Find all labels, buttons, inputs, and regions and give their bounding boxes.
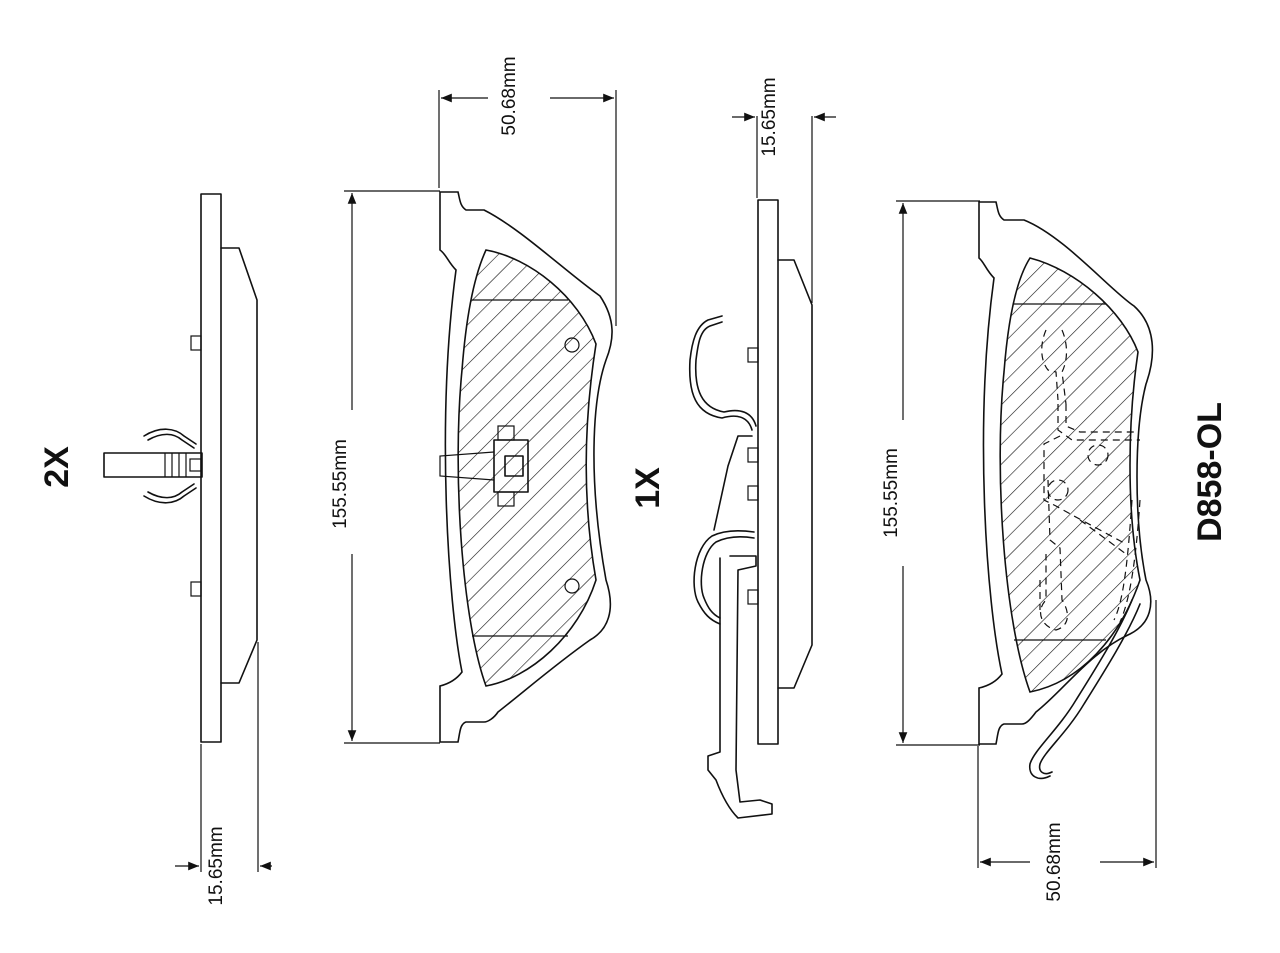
right-width-dimension: 50.68mm	[977, 600, 1157, 902]
right-height-label: 155.55mm	[881, 448, 902, 538]
left-quantity-label: 2X	[38, 446, 76, 488]
left-thickness-label: 15.65mm	[206, 826, 227, 905]
right-pad-side-view	[747, 199, 813, 745]
right-pad-front-view	[978, 201, 1154, 745]
left-pad-front-view	[439, 191, 613, 743]
right-pad-wear-spring	[688, 315, 773, 819]
right-thickness-dimension: 15.65mm	[732, 77, 836, 303]
right-pad-wear-indicator-wire	[1028, 599, 1141, 780]
left-height-label: 155.55mm	[330, 439, 351, 529]
left-height-dimension: 155.55mm	[330, 190, 440, 744]
right-thickness-label: 15.65mm	[759, 77, 780, 156]
left-thickness-dimension: 15.65mm	[175, 642, 272, 906]
part-number-label: D858-OL	[1191, 402, 1229, 542]
right-height-dimension: 155.55mm	[881, 200, 980, 746]
right-quantity-label: 1X	[629, 467, 667, 509]
left-width-label: 50.68mm	[499, 56, 520, 135]
right-width-label: 50.68mm	[1044, 822, 1065, 901]
left-pad-clip	[103, 428, 203, 504]
left-width-dimension: 50.68mm	[438, 56, 617, 326]
